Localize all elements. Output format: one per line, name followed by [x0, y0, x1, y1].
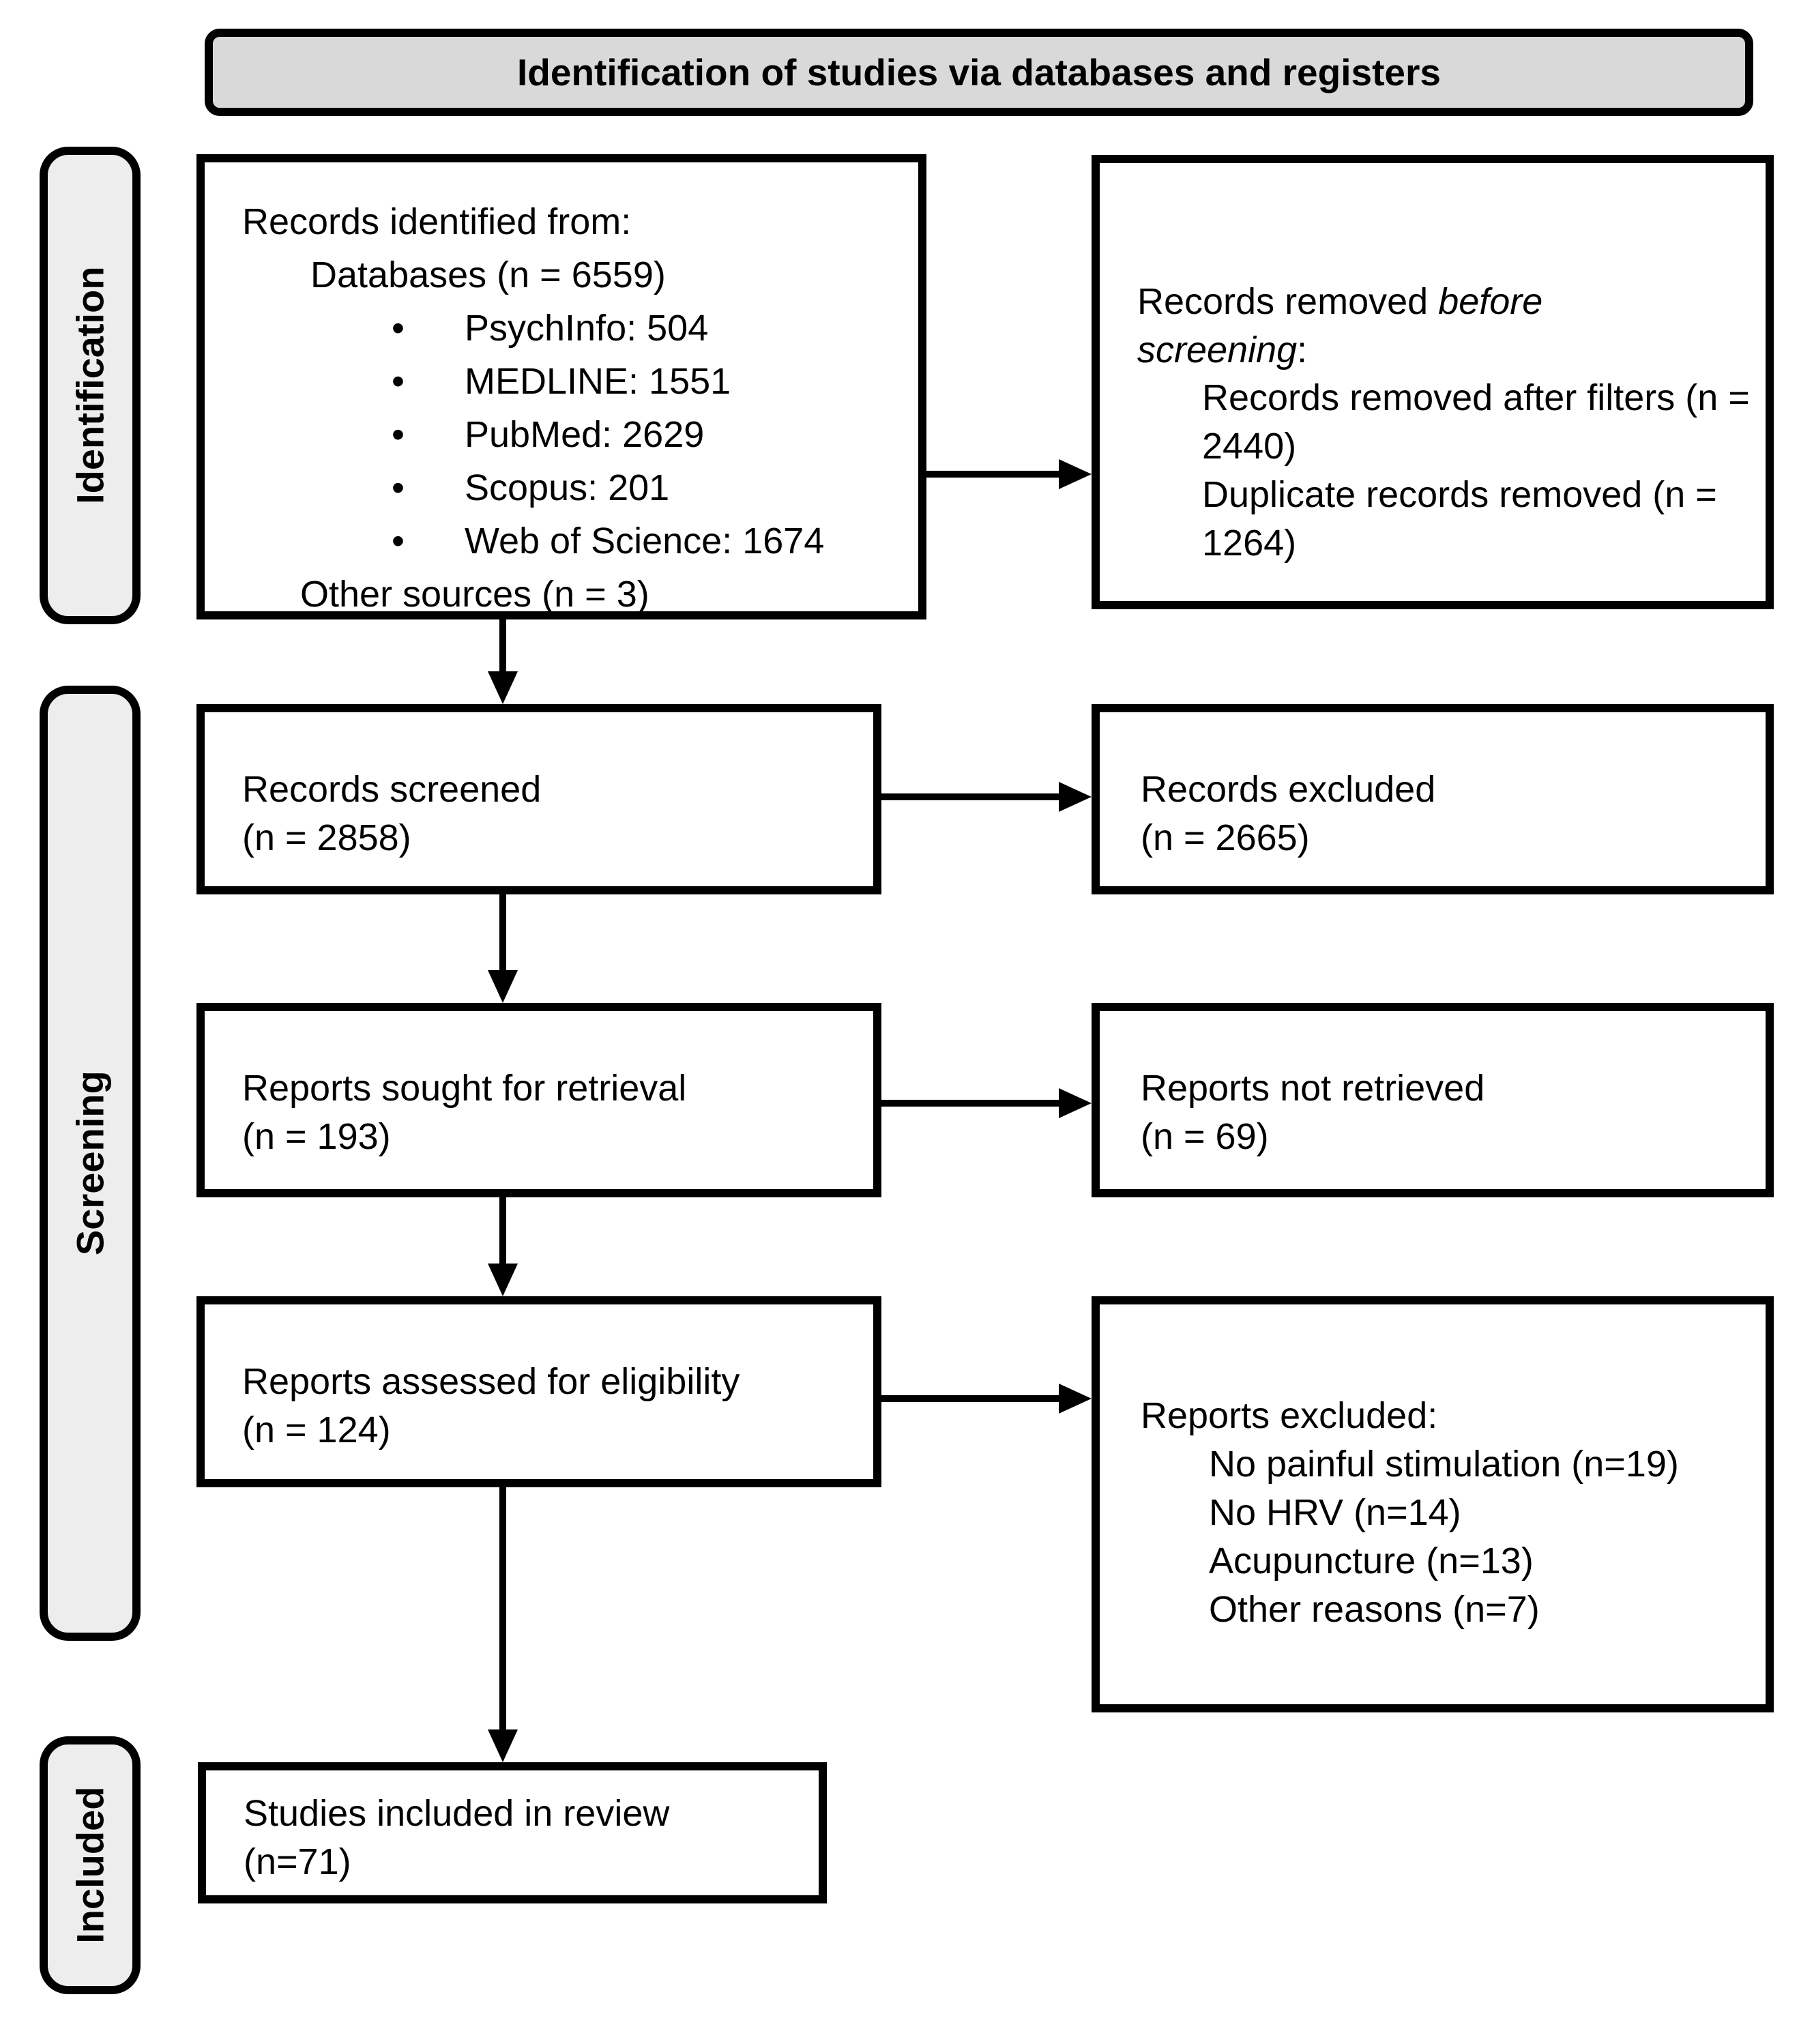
bullet-medline: MEDLINE: 1551 [465, 361, 731, 402]
reports-sought-label: Reports sought for retrieval [242, 1068, 687, 1109]
arrow-shaft [881, 1100, 1060, 1107]
studies-included-label: Studies included in review [244, 1793, 670, 1834]
box-records-excluded: Records excluded (n = 2665) [1092, 704, 1774, 894]
arrow-head-down-icon [488, 1264, 518, 1296]
bullet-web-of-science: Web of Science: 1674 [465, 521, 825, 561]
bullet-pubmed: PubMed: 2629 [465, 414, 705, 455]
diagram-title-banner: Identification of studies via databases … [205, 29, 1753, 116]
arrow-shaft [499, 1487, 506, 1731]
reports-excluded-reason-no-hrv: No HRV (n=14) [1209, 1492, 1461, 1533]
arrow-shaft [499, 894, 506, 972]
reports-assessed-label: Reports assessed for eligibility [242, 1361, 740, 1402]
studies-included-count: (n=71) [244, 1841, 351, 1882]
bullet-psychinfo: PsychInfo: 504 [465, 308, 709, 349]
arrow-head-right-icon [1059, 1384, 1092, 1414]
bullet-icon: • [392, 467, 405, 508]
box-reports-assessed: Reports assessed for eligibility (n = 12… [196, 1296, 881, 1487]
records-identified-databases: Databases (n = 6559) [310, 254, 666, 295]
arrow-head-right-icon [1059, 782, 1092, 812]
records-removed-lead-italic: before screening [1137, 281, 1543, 370]
records-removed-lead: Records removed [1137, 281, 1439, 322]
box-reports-sought: Reports sought for retrieval (n = 193) [196, 1003, 881, 1197]
arrow-shaft [499, 619, 506, 674]
bullet-item: • Web of Science: 1674 [392, 514, 898, 568]
bullet-icon: • [392, 308, 405, 349]
records-identified-line1: Records identified from: [242, 201, 632, 242]
bullet-icon: • [392, 521, 405, 561]
diagram-title: Identification of studies via databases … [517, 50, 1441, 93]
stage-label-included: Included [40, 1736, 141, 1994]
records-removed-item-filters: Records removed after filters (n = 2440) [1202, 377, 1750, 467]
records-removed-item-duplicates: Duplicate records removed (n = 1264) [1202, 473, 1717, 564]
box-records-screened: Records screened (n = 2858) [196, 704, 881, 894]
stage-label-identification-text: Identification [68, 266, 112, 505]
bullet-scopus: Scopus: 201 [465, 467, 670, 508]
arrow-head-right-icon [1059, 1088, 1092, 1118]
box-studies-included: Studies included in review (n=71) [198, 1762, 827, 1903]
arrow-shaft [881, 1395, 1060, 1402]
records-excluded-count: (n = 2665) [1141, 817, 1310, 858]
bullet-item: • Scopus: 201 [392, 461, 898, 514]
records-screened-label: Records screened [242, 769, 542, 810]
bullet-icon: • [392, 361, 405, 402]
stage-label-included-text: Included [68, 1786, 112, 1944]
records-identified-other-sources: Other sources (n = 3) [300, 574, 649, 615]
arrow-head-down-icon [488, 671, 518, 704]
bullet-item: • MEDLINE: 1551 [392, 355, 898, 408]
arrow-shaft [499, 1197, 506, 1265]
box-reports-excluded: Reports excluded: No painful stimulation… [1092, 1296, 1774, 1712]
bullet-item: • PubMed: 2629 [392, 408, 898, 461]
reports-assessed-count: (n = 124) [242, 1409, 391, 1450]
reports-not-retrieved-label: Reports not retrieved [1141, 1068, 1485, 1109]
box-records-identified: Records identified from: Databases (n = … [196, 154, 926, 619]
reports-sought-count: (n = 193) [242, 1115, 391, 1157]
records-removed-colon: : [1297, 329, 1308, 370]
reports-excluded-heading: Reports excluded: [1141, 1395, 1438, 1436]
stage-label-screening-text: Screening [68, 1070, 112, 1256]
reports-excluded-reason-acupuncture: Acupuncture (n=13) [1209, 1541, 1534, 1581]
box-reports-not-retrieved: Reports not retrieved (n = 69) [1092, 1003, 1774, 1197]
arrow-head-down-icon [488, 1729, 518, 1762]
reports-excluded-reason-other: Other reasons (n=7) [1209, 1589, 1540, 1630]
box-records-removed: Records removed before screening: Record… [1092, 155, 1774, 609]
arrow-head-down-icon [488, 970, 518, 1003]
bullet-item: • PsychInfo: 504 [392, 302, 898, 355]
records-screened-count: (n = 2858) [242, 817, 411, 858]
stage-label-screening: Screening [40, 686, 141, 1641]
records-excluded-label: Records excluded [1141, 769, 1436, 810]
bullet-icon: • [392, 414, 405, 455]
reports-excluded-reason-no-painful-stimulation: No painful stimulation (n=19) [1209, 1444, 1679, 1485]
stage-label-identification: Identification [40, 147, 141, 624]
records-removed-intro: Records removed before screening: [1137, 278, 1601, 374]
reports-not-retrieved-count: (n = 69) [1141, 1115, 1269, 1157]
arrow-head-right-icon [1059, 459, 1092, 489]
arrow-shaft [926, 471, 1060, 478]
arrow-shaft [881, 793, 1060, 800]
